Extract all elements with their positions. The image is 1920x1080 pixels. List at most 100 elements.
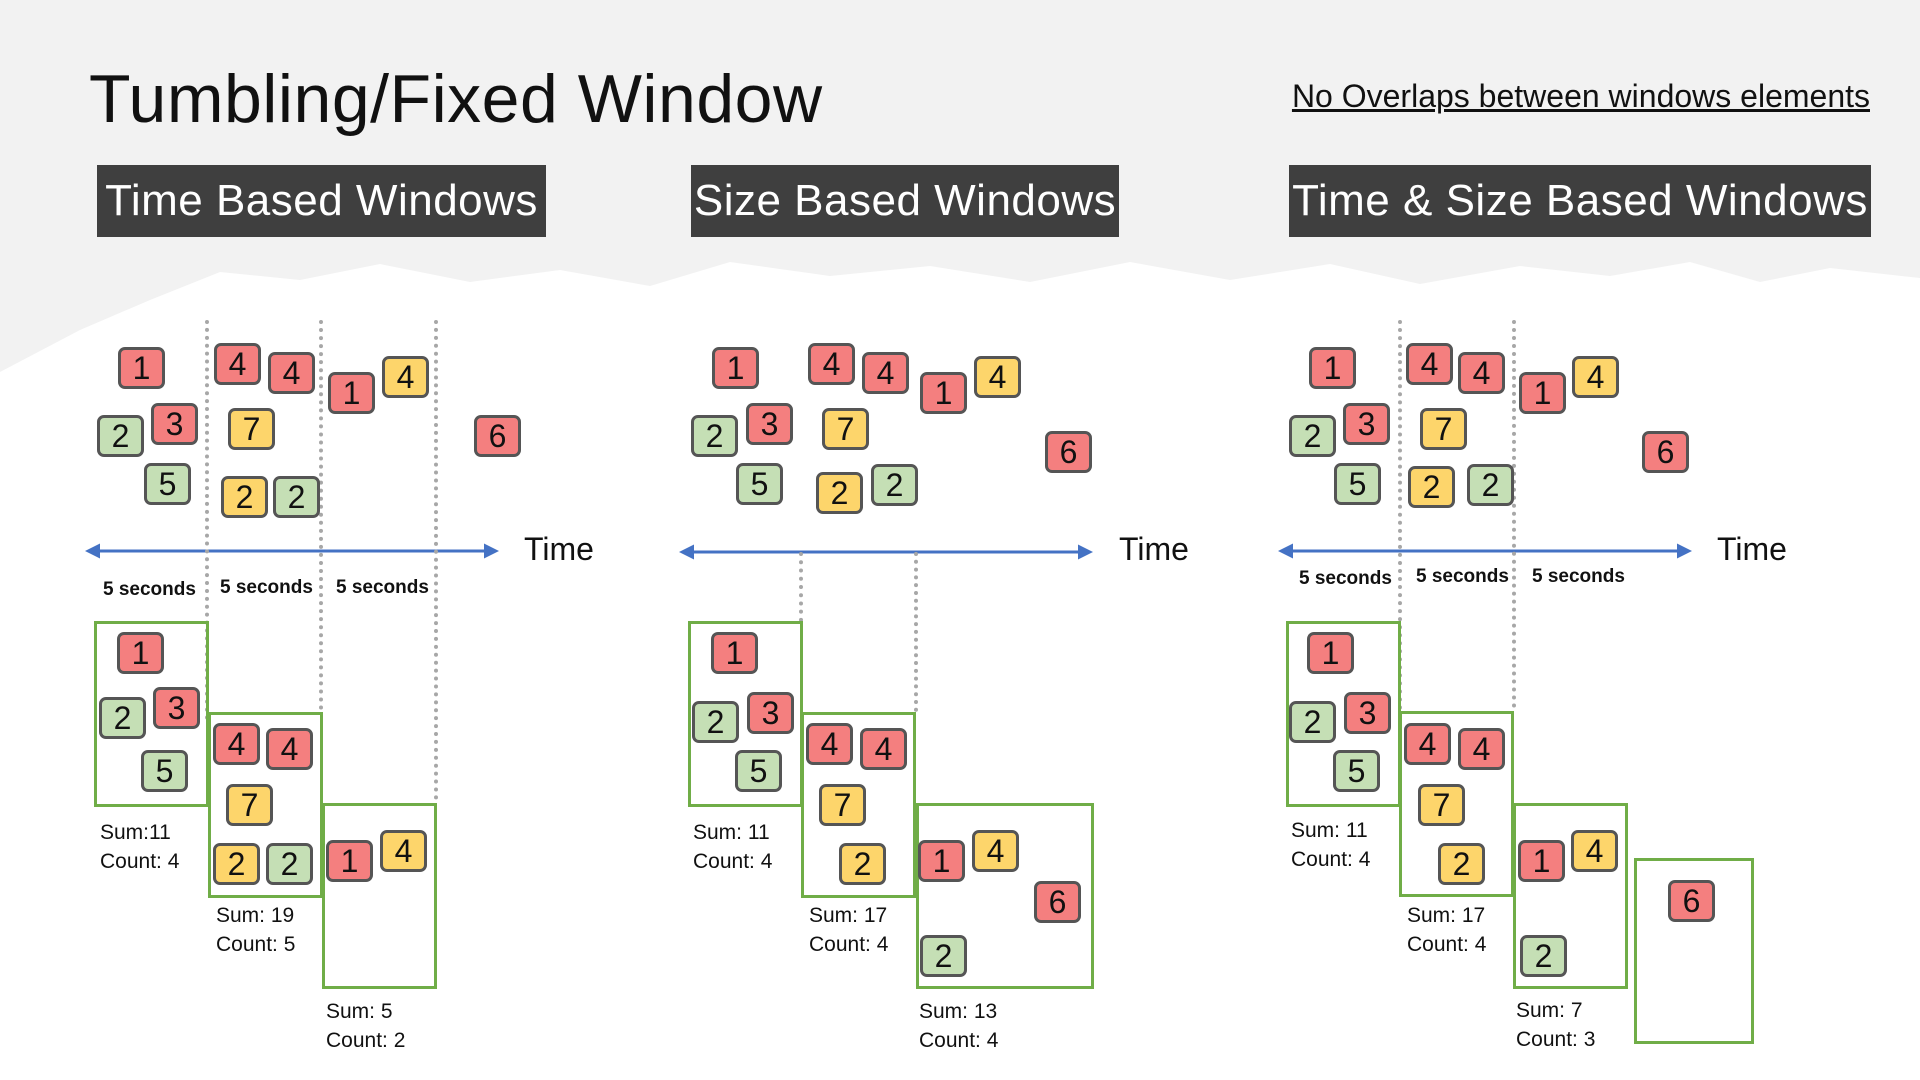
event-tile: 1 xyxy=(711,632,758,674)
window-box xyxy=(94,621,209,807)
time-axis-label: Time xyxy=(1717,531,1787,567)
window-boundary xyxy=(434,320,438,800)
page-title: Tumbling/Fixed Window xyxy=(89,61,823,137)
window-sum: Sum: 13 xyxy=(919,1000,998,1023)
interval-label: 5 seconds xyxy=(1416,566,1509,587)
window-count: Count: 4 xyxy=(809,933,889,956)
event-tile: 6 xyxy=(474,415,521,457)
event-tile: 4 xyxy=(1406,343,1453,385)
event-tile: 2 xyxy=(871,464,918,506)
event-tile: 3 xyxy=(746,403,793,445)
interval-label: 5 seconds xyxy=(220,577,313,598)
event-tile: 4 xyxy=(974,356,1021,398)
time-axis-label: Time xyxy=(1119,531,1189,567)
event-tile: 4 xyxy=(862,352,909,394)
event-tile: 4 xyxy=(214,343,261,385)
window-box xyxy=(1513,803,1628,989)
event-tile: 7 xyxy=(1418,784,1465,826)
event-tile: 3 xyxy=(151,403,198,445)
event-tile: 2 xyxy=(920,935,967,977)
event-tile: 4 xyxy=(1458,728,1505,770)
event-tile: 7 xyxy=(226,784,273,826)
event-tile: 5 xyxy=(1333,750,1380,792)
window-box xyxy=(1399,711,1514,897)
event-tile: 2 xyxy=(839,843,886,885)
window-sum: Sum: 17 xyxy=(1407,904,1486,927)
event-tile: 5 xyxy=(736,463,783,505)
window-sum: Sum:11 xyxy=(100,821,171,844)
event-tile: 4 xyxy=(972,830,1019,872)
event-tile: 2 xyxy=(97,415,144,457)
event-tile: 5 xyxy=(144,463,191,505)
panel-header-time-based: Time Based Windows xyxy=(97,165,546,237)
window-count: Count: 4 xyxy=(100,850,180,873)
event-tile: 2 xyxy=(273,476,320,518)
event-tile: 7 xyxy=(1420,408,1467,450)
window-count: Count: 3 xyxy=(1516,1028,1596,1051)
event-tile: 2 xyxy=(1520,935,1567,977)
event-tile: 3 xyxy=(747,692,794,734)
window-box xyxy=(801,712,916,898)
event-tile: 2 xyxy=(213,843,260,885)
window-box xyxy=(916,803,1094,989)
event-tile: 1 xyxy=(117,632,164,674)
interval-label: 5 seconds xyxy=(1532,566,1625,587)
event-tile: 1 xyxy=(1307,632,1354,674)
panel-header-time-size-based: Time & Size Based Windows xyxy=(1289,165,1871,237)
event-tile: 4 xyxy=(266,728,313,770)
window-box xyxy=(1634,858,1754,1044)
event-tile: 2 xyxy=(1408,466,1455,508)
event-tile: 3 xyxy=(153,687,200,729)
event-tile: 2 xyxy=(266,843,313,885)
interval-label: 5 seconds xyxy=(336,577,429,598)
event-tile: 4 xyxy=(808,343,855,385)
event-tile: 4 xyxy=(1404,723,1451,765)
event-tile: 4 xyxy=(1458,352,1505,394)
window-sum: Sum: 5 xyxy=(326,1000,393,1023)
event-tile: 6 xyxy=(1668,880,1715,922)
window-count: Count: 4 xyxy=(1407,933,1487,956)
window-sum: Sum: 11 xyxy=(1291,819,1368,842)
window-box xyxy=(322,803,437,989)
event-tile: 4 xyxy=(268,352,315,394)
event-tile: 1 xyxy=(328,372,375,414)
event-tile: 2 xyxy=(1467,464,1514,506)
event-tile: 5 xyxy=(735,750,782,792)
window-sum: Sum: 19 xyxy=(216,904,295,927)
event-tile: 2 xyxy=(99,697,146,739)
interval-label: 5 seconds xyxy=(1299,568,1392,589)
event-tile: 4 xyxy=(1571,830,1618,872)
window-sum: Sum: 11 xyxy=(693,821,770,844)
event-tile: 2 xyxy=(816,472,863,514)
event-tile: 4 xyxy=(380,830,427,872)
panel-header-size-based: Size Based Windows xyxy=(691,165,1119,237)
window-stats: Sum: 17 Count: 4 xyxy=(1407,901,1486,959)
window-boundary xyxy=(1398,320,1402,710)
event-tile: 2 xyxy=(221,476,268,518)
event-tile: 2 xyxy=(691,415,738,457)
event-tile: 4 xyxy=(806,723,853,765)
event-tile: 1 xyxy=(1519,372,1566,414)
window-stats: Sum: 7 Count: 3 xyxy=(1516,996,1595,1054)
window-stats: Sum: 19 Count: 5 xyxy=(216,901,295,959)
window-sum: Sum: 7 xyxy=(1516,999,1583,1022)
window-boundary xyxy=(319,320,323,710)
window-boundary xyxy=(1512,320,1516,708)
window-boundary xyxy=(914,552,918,712)
event-tile: 1 xyxy=(326,840,373,882)
event-tile: 1 xyxy=(1518,840,1565,882)
event-tile: 7 xyxy=(819,784,866,826)
event-tile: 4 xyxy=(860,728,907,770)
window-count: Count: 5 xyxy=(216,933,296,956)
window-count: Count: 4 xyxy=(693,850,773,873)
window-boundary xyxy=(799,552,803,622)
event-tile: 2 xyxy=(1289,415,1336,457)
event-tile: 4 xyxy=(382,356,429,398)
event-tile: 2 xyxy=(1438,843,1485,885)
